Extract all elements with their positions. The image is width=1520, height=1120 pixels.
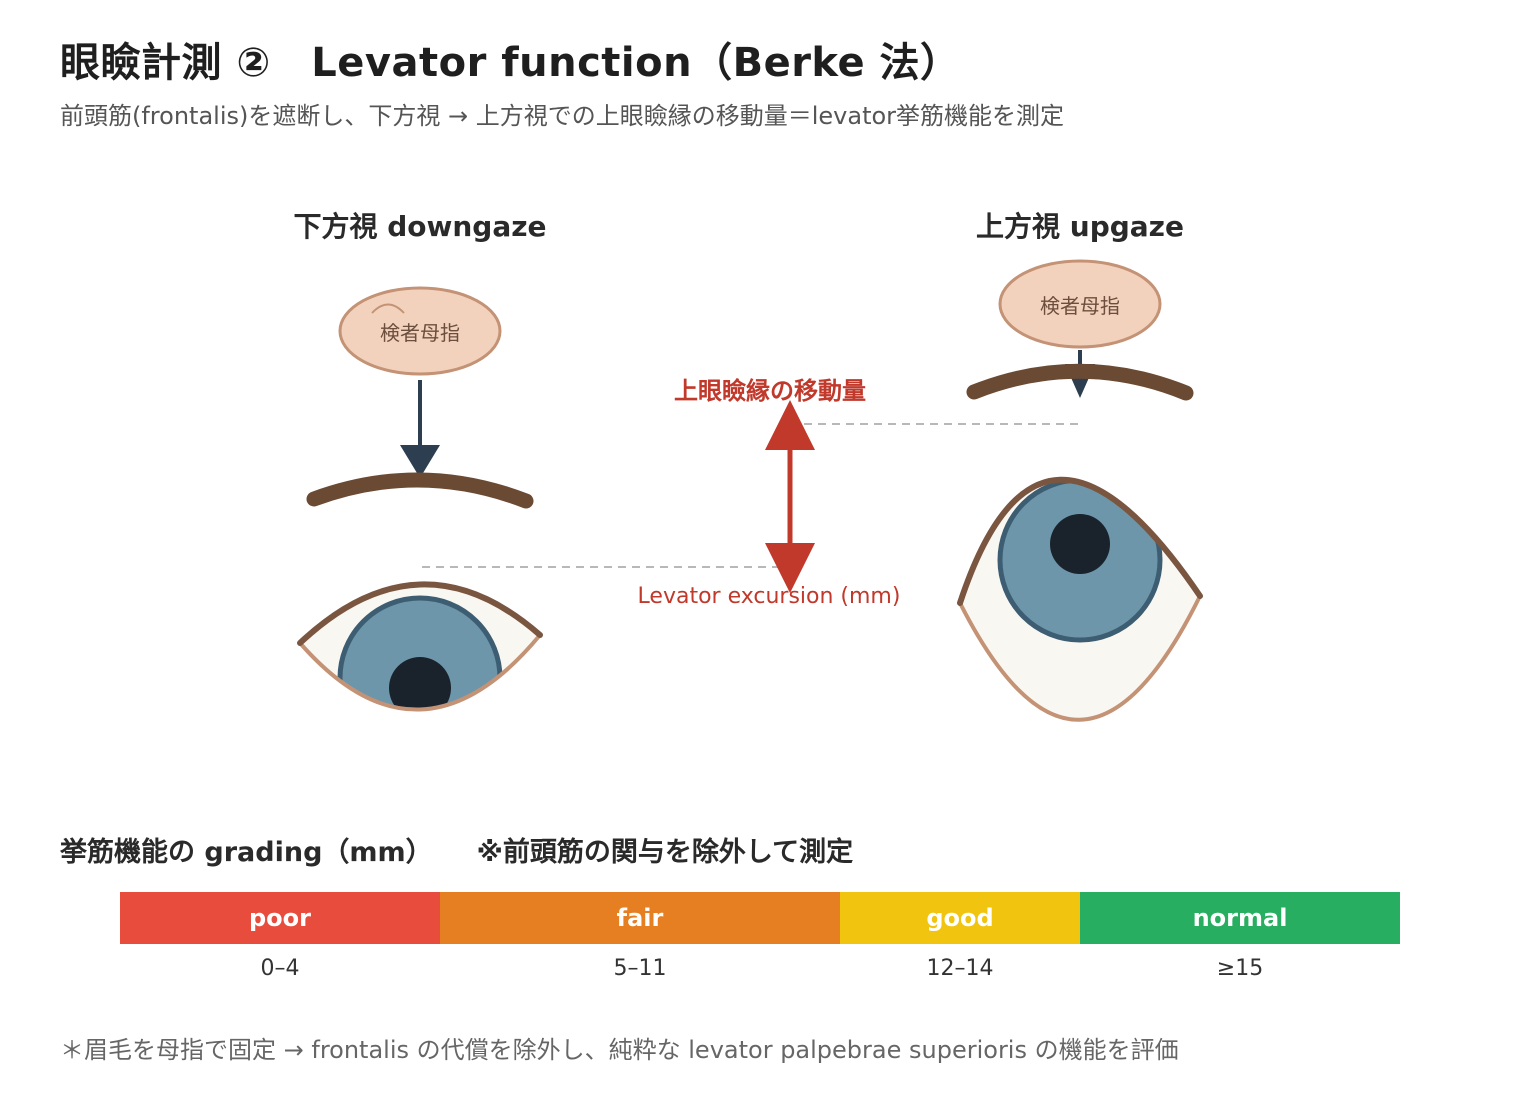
grade-segment-normal: normal <box>1080 892 1400 944</box>
excursion-label: Levator excursion (mm) <box>638 584 901 609</box>
grade-range-normal: ≥15 <box>1216 956 1264 981</box>
excursion-arrow <box>765 400 815 593</box>
pupil-right <box>1050 514 1110 574</box>
thumb-right: 検者母指 <box>998 259 1162 349</box>
thumb-label-right: 検者母指 <box>1040 294 1120 318</box>
grade-segment-good: good <box>840 892 1080 944</box>
lower-lid-left <box>298 633 542 712</box>
grade-range-fair: 5–11 <box>613 956 667 981</box>
grade-segment-fair: fair <box>440 892 840 944</box>
upper-lid-right <box>957 476 1203 606</box>
grade-segment-poor: poor <box>120 892 440 944</box>
eye-upgaze <box>957 476 1203 722</box>
grading-heading: 挙筋機能の grading（mm） ※前頭筋の関与を除外して測定 <box>60 830 853 869</box>
grade-ranges: 0–4 5–11 12–14 ≥15 <box>120 956 1400 981</box>
grade-range-good: 12–14 <box>926 956 994 981</box>
grade-range-poor: 0–4 <box>260 956 300 981</box>
eyebrow-left <box>306 472 534 509</box>
eyebrow-right <box>966 363 1194 401</box>
movement-label: 上眼瞼縁の移動量 <box>674 377 866 405</box>
thumb-label-left: 検者母指 <box>380 321 460 345</box>
grading-title: 挙筋機能の grading（mm） <box>60 837 433 868</box>
downgaze-label: 下方視 downgaze <box>293 210 546 243</box>
upper-lid-left <box>297 581 543 646</box>
pupil-left <box>389 657 451 710</box>
upgaze-label: 上方視 upgaze <box>976 210 1184 243</box>
levator-diagram: 下方視 downgaze 上方視 upgaze 検者母指 上眼瞼縁の移動量 Le… <box>293 210 1203 722</box>
thumb-left: 検者母指 <box>338 286 502 376</box>
eye-downgaze <box>297 581 543 712</box>
press-arrow-left <box>400 380 440 478</box>
page-title: 眼瞼計測 ② Levator function（Berke 法） <box>60 40 961 86</box>
thumbnail-mark <box>371 303 405 314</box>
lower-lid-right <box>958 595 1202 722</box>
page-subtitle: 前頭筋(frontalis)を遮断し、下方視 → 上方視での上眼瞼縁の移動量＝l… <box>60 102 1065 130</box>
grade-bar: poor fair good normal <box>120 892 1400 944</box>
grading-note: ※前頭筋の関与を除外して測定 <box>476 837 854 868</box>
footnote: ＊眉毛を母指で固定 → frontalis の代償を除外し、純粋な levato… <box>60 1036 1179 1064</box>
